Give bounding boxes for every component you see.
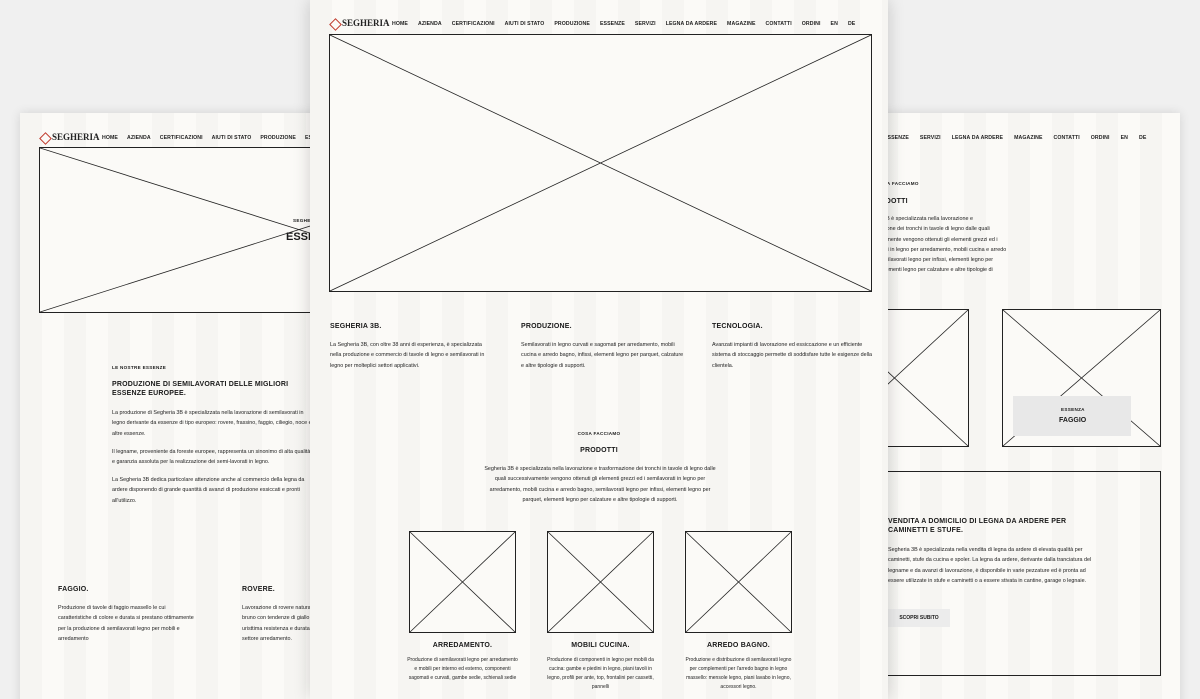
nav-certificazioni[interactable]: CERTIFICAZIONI xyxy=(159,135,203,141)
product-title-arredo-bagno: ARREDO BAGNO. xyxy=(707,642,770,649)
product-title-arredamento: ARREDAMENTO. xyxy=(432,642,493,649)
product-text-arredamento: Produzione di semilavorati legno per arr… xyxy=(407,657,518,681)
nav-magazine[interactable]: MAGAZINE xyxy=(1014,135,1043,141)
nav-bar-right: ESSENZE SERVIZI LEGNA DA ARDERE MAGAZINE… xyxy=(884,135,1146,141)
nav-home[interactable]: HOME xyxy=(102,135,118,141)
nav-produzione[interactable]: PRODUZIONE xyxy=(260,135,296,141)
nav-legna[interactable]: LEGNA DA ARDERE xyxy=(951,135,1004,141)
section-kicker: LE NOSTRE ESSENZE xyxy=(112,365,167,370)
nav-essenze[interactable]: ESSENZE xyxy=(884,135,909,141)
column-title-segheria: SEGHERIA 3B. xyxy=(330,323,382,330)
discover-button[interactable]: SCOPRI SUBITO xyxy=(888,609,950,627)
nav-certificazioni[interactable]: CERTIFICAZIONI xyxy=(451,21,495,27)
logo-text: SEGHERIA xyxy=(342,18,390,28)
essence-name: FAGGIO xyxy=(1059,417,1087,424)
card-title-faggio: FAGGIO. xyxy=(58,586,89,593)
products-intro: Segheria 3B è specializzata nella lavora… xyxy=(484,466,716,503)
logo-text: SEGHERIA xyxy=(52,132,100,142)
nav-aiuti[interactable]: AIUTI DI STATO xyxy=(504,21,545,27)
nav-aiuti[interactable]: AIUTI DI STATO xyxy=(211,135,252,141)
nav-essenze[interactable]: ESSENZE xyxy=(599,21,625,27)
column-title-tecnologia: TECNOLOGIA. xyxy=(712,323,763,330)
nav-contatti[interactable]: CONTATTI xyxy=(1053,135,1080,141)
nav-servizi[interactable]: SERVIZI xyxy=(919,135,941,141)
column-title-produzione: PRODUZIONE. xyxy=(521,323,572,330)
column-text-tecnologia: Avanzati impianti di lavorazione ed essi… xyxy=(712,342,873,369)
card-title-rovere: ROVERE. xyxy=(242,586,275,593)
firewood-text: Segheria 3B è specializzata nella vendit… xyxy=(888,547,1092,584)
product-title-mobili-cucina: MOBILI CUCINA. xyxy=(571,642,630,649)
logo[interactable]: SEGHERIA xyxy=(40,132,100,142)
section-paragraph-1: La produzione di Segheria 3B è specializ… xyxy=(112,410,312,437)
logo-diamond-icon xyxy=(40,133,49,142)
nav-lang-de[interactable]: DE xyxy=(847,21,856,27)
column-text-segheria: La Segheria 3B, con oltre 38 anni di esp… xyxy=(330,342,485,369)
logo[interactable]: SEGHERIA xyxy=(330,18,390,28)
product-text-arredo-bagno: Produzione e distribuzione di semilavora… xyxy=(685,657,792,690)
nav-legna[interactable]: LEGNA DA ARDERE xyxy=(665,21,718,27)
product-image-mobili-cucina xyxy=(547,531,654,633)
hero-image-placeholder xyxy=(39,147,339,313)
nav-ordini[interactable]: ORDINI xyxy=(1090,135,1110,141)
products-kicker: COSA FACCIAMO xyxy=(876,181,919,186)
product-image-arredamento xyxy=(409,531,516,633)
nav-servizi[interactable]: SERVIZI xyxy=(634,21,656,27)
nav-magazine[interactable]: MAGAZINE xyxy=(727,21,756,27)
nav-lang-en[interactable]: EN xyxy=(1120,135,1128,141)
hero-kicker: SEGHERIA xyxy=(293,218,320,223)
nav-lang-de[interactable]: DE xyxy=(1138,135,1147,141)
section-title: PRODUZIONE DI SEMILAVORATI DELLE MIGLIOR… xyxy=(112,381,289,398)
product-text-mobili-cucina: Produzione di componenti in legno per mo… xyxy=(547,657,654,690)
nav-bar: HOME AZIENDA CERTIFICAZIONI AIUTI DI STA… xyxy=(102,135,330,141)
nav-ordini[interactable]: ORDINI xyxy=(801,21,821,27)
center-page-mockup: SEGHERIA HOME AZIENDA CERTIFICAZIONI AIU… xyxy=(310,0,888,699)
nav-bar: HOME AZIENDA CERTIFICAZIONI AIUTI DI STA… xyxy=(392,21,855,27)
section-paragraph-3: La Segheria 3B dedica particolare attenz… xyxy=(112,477,305,504)
section-paragraph-2: Il legname, proveniente da foreste europ… xyxy=(112,449,311,466)
column-text-produzione: Semilavorati in legno curvati e sagomati… xyxy=(521,342,684,369)
nav-azienda[interactable]: AZIENDA xyxy=(417,21,442,27)
products-title: PRODOTTI xyxy=(580,447,618,454)
logo-diamond-icon xyxy=(330,19,339,28)
products-kicker: COSA FACCIAMO xyxy=(577,431,621,436)
card-text-rovere: Lavorazione di rovere naturale bruno con… xyxy=(242,605,315,642)
card-text-faggio: Produzione di tavole di faggio massello … xyxy=(58,605,194,642)
products-title: PRODOTTI xyxy=(870,198,908,205)
hero-image-placeholder xyxy=(329,34,872,292)
product-image-arredo-bagno xyxy=(685,531,792,633)
nav-contatti[interactable]: CONTATTI xyxy=(765,21,792,27)
nav-lang-en[interactable]: EN xyxy=(830,21,838,27)
essence-kicker: ESSENZA xyxy=(1061,407,1085,412)
nav-produzione[interactable]: PRODUZIONE xyxy=(554,21,590,27)
nav-home[interactable]: HOME xyxy=(392,21,408,27)
essence-label-box[interactable] xyxy=(1013,396,1131,436)
firewood-title: VENDITA A DOMICILIO DI LEGNA DA ARDERE P… xyxy=(888,518,1067,535)
nav-azienda[interactable]: AZIENDA xyxy=(126,135,151,141)
